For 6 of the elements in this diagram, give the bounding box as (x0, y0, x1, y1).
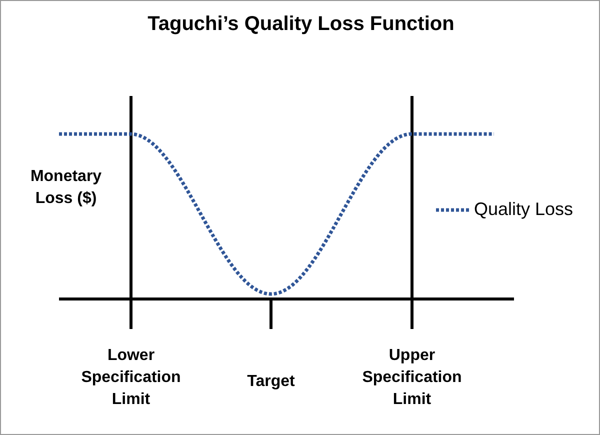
tick-label: Target (246, 372, 296, 392)
chart-title: Taguchi’s Quality Loss Function (146, 13, 456, 36)
legend-label: Quality Loss (474, 199, 574, 220)
tick-label: Upper Specification Limit (361, 346, 463, 410)
axis-label: Monetary Loss ($) (29, 167, 103, 209)
tick-label: Lower Specification Limit (80, 346, 182, 410)
